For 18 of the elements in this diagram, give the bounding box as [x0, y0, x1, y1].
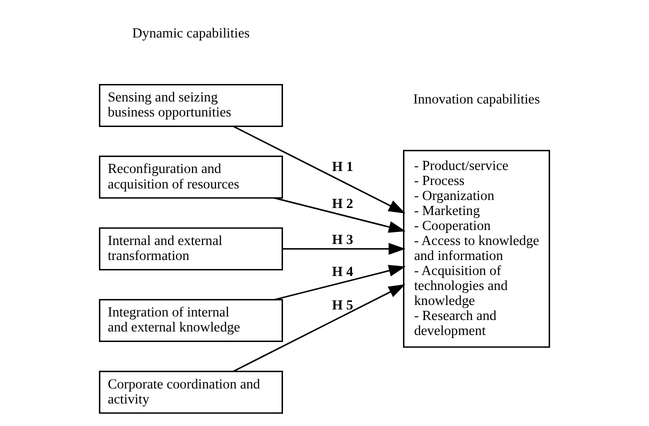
arrow [232, 126, 406, 214]
arrow [232, 284, 406, 372]
node-box: Sensing and seizing business opportunities [98, 84, 283, 127]
arrow [274, 264, 406, 300]
edge-label: H 4 [332, 265, 354, 280]
label: Dynamic capabilities [132, 26, 250, 42]
node-box: Corporate coordination and activity [98, 370, 283, 414]
edge-label: H 2 [332, 196, 354, 212]
edge-label: H 1 [332, 160, 354, 175]
edge-label: H 5 [332, 298, 354, 314]
label: Innovation capabilities [413, 92, 540, 108]
node-box: - Product/service - Process - Organization - Marketing - Cooperation - Access to knowledge and information - Acquisition of technologies and knowledge - Research and development [403, 150, 550, 348]
arrow [274, 197, 406, 233]
node-box: Integration of internal and external knowledge [98, 299, 283, 342]
node-box: Internal and external transformation [98, 227, 283, 270]
node-box: Reconfiguration and acquisition of resources [98, 156, 283, 199]
edge-label: H 3 [332, 232, 354, 248]
arrow [282, 242, 406, 255]
